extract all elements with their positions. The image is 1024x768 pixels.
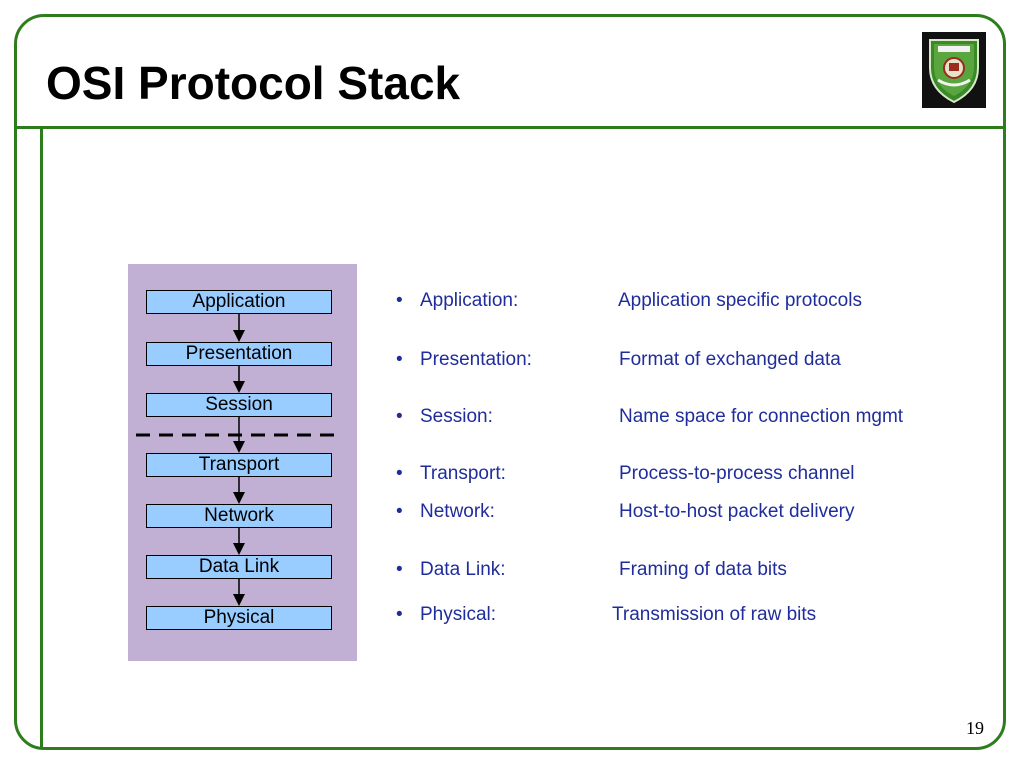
university-seal-icon (922, 32, 986, 108)
seal-graphic (929, 39, 979, 104)
desc-layer-text: Host-to-host packet delivery (619, 501, 855, 522)
bullet: • (396, 604, 403, 625)
desc-layer-name: Application: (420, 290, 519, 311)
desc-layer-text: Framing of data bits (619, 559, 787, 580)
bullet: • (396, 290, 403, 311)
desc-layer-name: Network: (420, 501, 495, 522)
bullet: • (396, 463, 403, 484)
desc-layer-text: Application specific protocols (618, 290, 862, 311)
title-divider (16, 126, 1006, 129)
bullet: • (396, 406, 403, 427)
left-margin-rule (40, 127, 43, 749)
layer-box-data-link: Data Link (146, 555, 332, 579)
bullet: • (396, 559, 403, 580)
layer-box-network: Network (146, 504, 332, 528)
desc-layer-text: Transmission of raw bits (612, 604, 817, 625)
layer-box-physical: Physical (146, 606, 332, 630)
bullet: • (396, 349, 403, 370)
desc-layer-text: Format of exchanged data (619, 349, 841, 370)
desc-layer-name: Data Link: (420, 559, 506, 580)
bullet: • (396, 501, 403, 522)
page-number: 19 (966, 718, 984, 738)
desc-layer-name: Session: (420, 406, 493, 427)
slide-frame (14, 14, 1006, 750)
layer-box-presentation: Presentation (146, 342, 332, 366)
layer-box-application: Application (146, 290, 332, 314)
layer-box-transport: Transport (146, 453, 332, 477)
desc-layer-text: Process-to-process channel (619, 463, 855, 484)
slide-title: OSI Protocol Stack (46, 57, 461, 109)
desc-layer-name: Transport: (420, 463, 506, 484)
desc-layer-text: Name space for connection mgmt (619, 406, 904, 427)
layer-box-session: Session (146, 393, 332, 417)
desc-layer-name: Physical: (420, 604, 497, 625)
desc-layer-name: Presentation: (420, 349, 532, 370)
